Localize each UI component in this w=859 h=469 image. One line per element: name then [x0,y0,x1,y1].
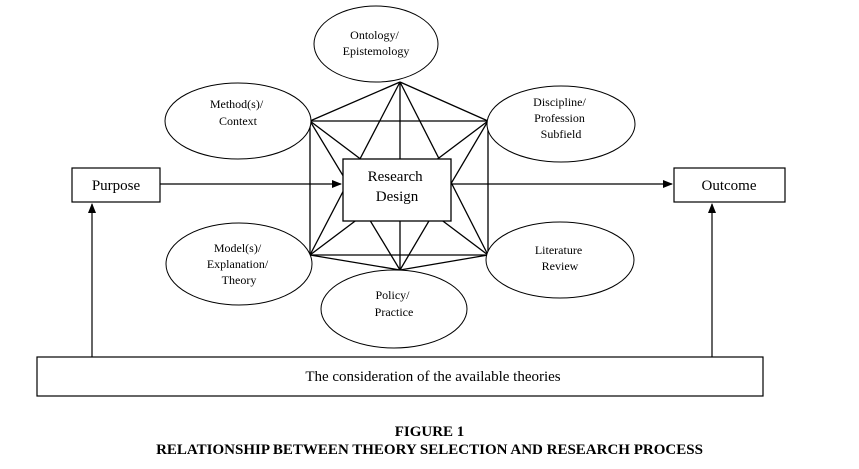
node-discipline-line-2: Profession [534,111,585,125]
node-method-line-1: Method(s)/ [210,97,264,111]
purpose-label: Purpose [92,178,141,194]
connector-line [309,254,401,271]
theories-box: The consideration of the available theor… [36,356,764,397]
purpose-box: Purpose [71,167,161,203]
research-design-line-2: Design [376,189,419,205]
svg-text:Model(s)/ Explanation/: Model(s)/ Explanation/ Theory [207,241,271,287]
svg-text:Method(s)/ Context: Method(s)/ Context [210,97,266,128]
node-discipline-line-1: Discipline/ [533,95,586,109]
node-model-line-2: Explanation/ [207,257,269,271]
node-ontology: Ontology/ Epistemology [313,5,439,83]
research-design-box: Research Design [342,158,452,222]
node-discipline: Discipline/ Profession Subfield [486,85,636,163]
research-design-line-1: Research [368,169,423,185]
figure-title: RELATIONSHIP BETWEEN THEORY SELECTION AN… [156,442,703,458]
node-ontology-line-2: Epistemology [343,44,410,58]
node-policy: Policy/ Practice [320,269,468,349]
connector-line [309,81,401,122]
node-method-line-2: Context [219,114,258,128]
node-model: Model(s)/ Explanation/ Theory [165,222,313,306]
svg-text:Ontology/ Epistemology: Ontology/ Epistemology [343,28,410,58]
node-ontology-line-1: Ontology/ [350,28,399,42]
node-method: Method(s)/ Context [164,82,312,160]
node-literature-line-2: Review [542,259,579,273]
svg-text:Literature Review: Literature Review [535,243,585,273]
connector-line [399,81,489,122]
outcome-label: Outcome [702,178,757,194]
svg-text:Policy/ Practice: Policy/ Practice [375,288,414,319]
node-policy-line-2: Practice [375,305,414,319]
svg-text:Research Design: Research Design [368,169,427,205]
node-literature: Literature Review [485,221,635,299]
node-literature-line-1: Literature [535,243,582,257]
theories-label: The consideration of the available theor… [305,369,560,385]
node-model-line-1: Model(s)/ [214,241,262,255]
outcome-box: Outcome [673,167,786,203]
figure-label: FIGURE 1 [394,424,465,440]
node-model-line-3: Theory [222,273,257,287]
connector-line [399,254,489,271]
svg-text:Discipline/ Profession: Discipline/ Profession Subfield [533,95,589,141]
node-policy-line-1: Policy/ [375,288,410,302]
node-discipline-line-3: Subfield [541,127,582,141]
